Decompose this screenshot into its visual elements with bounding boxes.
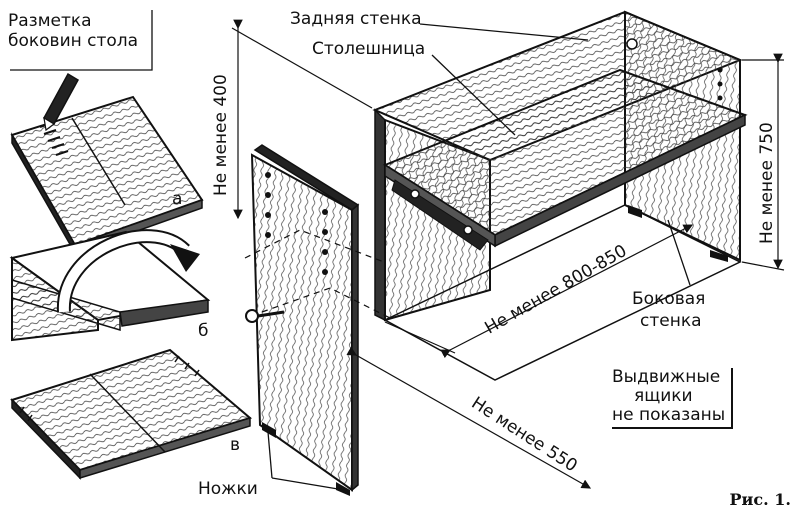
screw-icon — [245, 309, 285, 323]
label-side-wall-line1: Боковая — [632, 289, 706, 309]
step-a-board — [10, 95, 204, 256]
note-drawers-line1: Выдвижные — [612, 367, 721, 387]
note-drawers: Выдвижные ящики не показаны — [612, 367, 734, 429]
dimension-height-750 — [741, 53, 785, 271]
figure-caption: Рис. 1. — [729, 490, 791, 509]
label-marking-line2: боковин стола — [8, 31, 139, 51]
leader-lines — [10, 10, 691, 491]
dimension-label-750: Не менее 750 — [757, 122, 777, 244]
note-drawers-line3: не показаны — [612, 405, 726, 425]
step-b-label: б — [198, 321, 209, 341]
label-side-wall-line2: стенка — [640, 311, 702, 331]
label-back-wall: Задняя стенка — [290, 9, 422, 29]
back-wall-fasteners — [626, 38, 723, 101]
pencil-icon — [42, 72, 80, 132]
label-tabletop: Столешница — [312, 39, 426, 59]
dimension-label-400: Не менее 400 — [211, 74, 231, 196]
flip-arrow-icon — [56, 229, 200, 313]
dimension-height-400 — [231, 19, 373, 220]
assembly-guides — [244, 229, 391, 319]
side-panel — [250, 144, 360, 496]
step-a-label: а — [172, 189, 183, 209]
step-c-board — [10, 348, 253, 480]
label-legs: Ножки — [198, 479, 258, 499]
label-marking-line1: Разметка — [8, 11, 92, 31]
step-c-label: в — [230, 435, 241, 455]
note-drawers-line2: ящики — [634, 386, 693, 406]
dimension-depth-550 — [346, 346, 592, 489]
